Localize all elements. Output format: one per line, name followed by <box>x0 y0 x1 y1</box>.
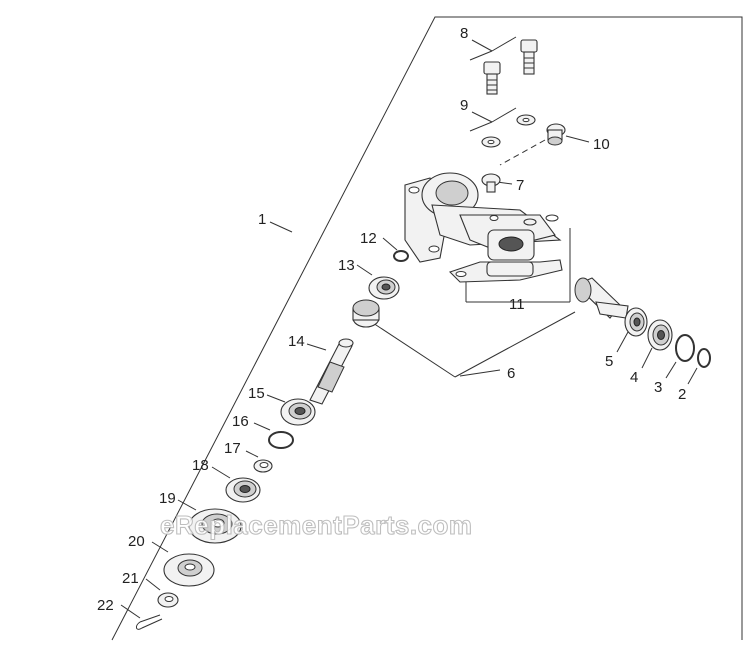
callout-20: 20 <box>128 533 145 550</box>
pin-22 <box>135 614 163 630</box>
bearing-15 <box>280 398 316 426</box>
callout-3: 3 <box>654 379 662 396</box>
callout-13: 13 <box>338 257 355 274</box>
bearing-5 <box>624 307 648 337</box>
nut-21 <box>157 592 179 608</box>
gear-case-housing <box>404 172 562 263</box>
callout-10: 10 <box>593 136 610 153</box>
bearing-4 <box>647 319 673 351</box>
watermark-text: eReplacementParts.com <box>160 510 473 540</box>
callout-15: 15 <box>248 385 265 402</box>
bevel-gear-shaft <box>574 277 629 319</box>
callout-14: 14 <box>288 333 305 350</box>
ring-2 <box>697 348 711 368</box>
callout-19: 19 <box>159 490 176 507</box>
assembly-boundary <box>111 16 743 641</box>
bolt-parts <box>483 39 538 95</box>
callout-6: 6 <box>507 365 515 382</box>
leader-lines <box>120 36 698 619</box>
callout-5: 5 <box>605 353 613 370</box>
shaft-14 <box>309 338 354 405</box>
pinion-gear <box>352 299 380 328</box>
callout-2: 2 <box>678 386 686 403</box>
screw-part <box>481 173 501 193</box>
clamp-part <box>448 214 563 283</box>
plug-part <box>546 123 566 146</box>
callout-18: 18 <box>192 457 209 474</box>
callout-labels: 1 2 3 4 5 6 7 8 9 10 11 12 13 14 15 16 1… <box>97 25 686 614</box>
collar-17 <box>253 459 273 473</box>
callout-4: 4 <box>630 369 638 386</box>
callout-1: 1 <box>258 211 266 228</box>
callout-8: 8 <box>460 25 468 42</box>
holder-20 <box>163 553 215 587</box>
circlip-16 <box>268 431 294 449</box>
circlip-12 <box>393 250 409 262</box>
bearing-18 <box>225 477 261 503</box>
callout-16: 16 <box>232 413 249 430</box>
callout-11: 11 <box>509 296 525 313</box>
cover-19 <box>188 508 242 544</box>
callout-12: 12 <box>360 230 377 247</box>
bearing-13 <box>368 276 400 300</box>
circlip-3 <box>675 334 695 362</box>
callout-9: 9 <box>460 97 468 114</box>
callout-17: 17 <box>224 440 241 457</box>
callout-21: 21 <box>122 570 139 587</box>
washer-parts <box>481 114 536 148</box>
callout-22: 22 <box>97 597 114 614</box>
callout-7: 7 <box>516 177 524 194</box>
